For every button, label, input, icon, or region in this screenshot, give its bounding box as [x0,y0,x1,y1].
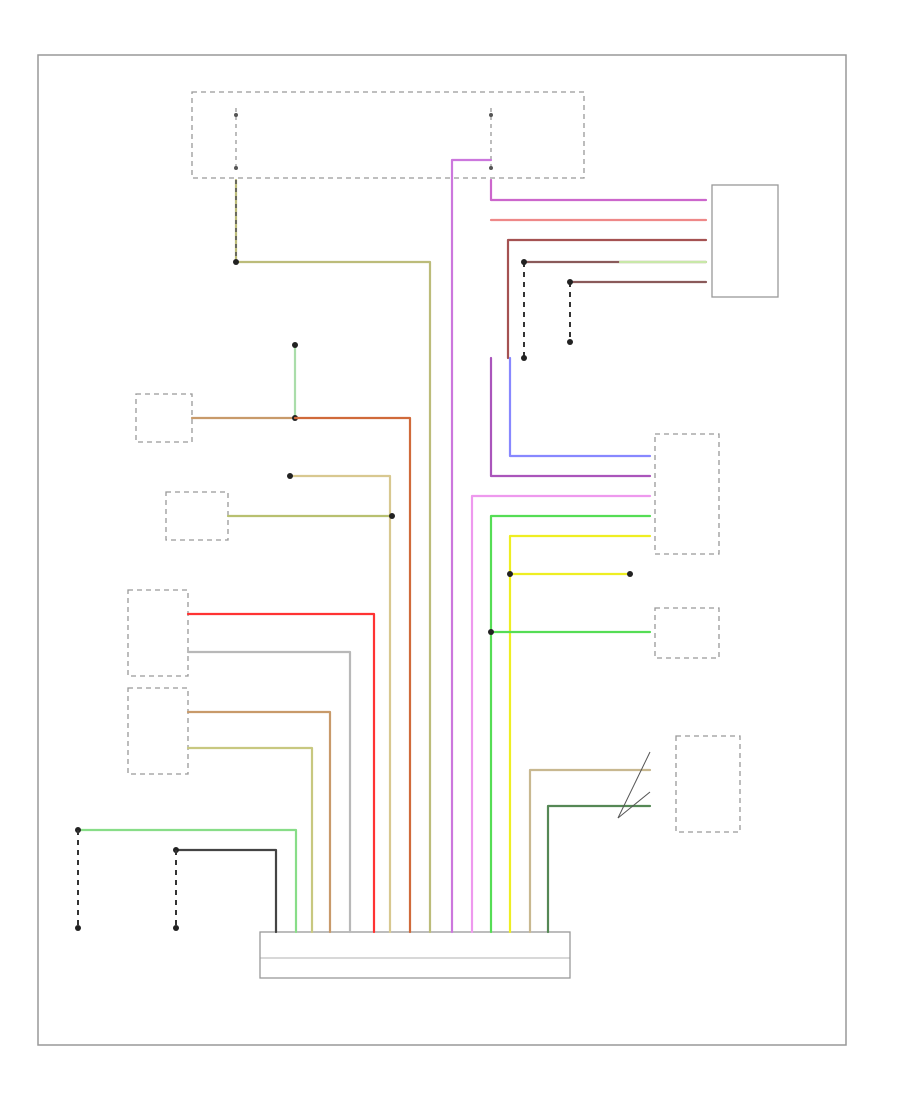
diagram-frame [37,54,847,1046]
wire-grn-red-abs [528,768,652,934]
wire-blk [174,848,278,934]
diagnostic-module-box [135,393,193,443]
wire-wht-vio [470,494,652,934]
wire-blu-red-dlc [489,178,708,202]
wire-org-blk-cruise [186,650,352,934]
meter-fuse-symbol [234,108,238,172]
data-link-connector-engine-box [259,931,571,979]
ac-amplifier-box [127,687,189,775]
wire-grn-blu [508,356,652,458]
fuel-pump-relay-box [654,607,720,659]
wire-pnk-blu [489,356,652,478]
wire-grn-org-top [288,474,392,934]
wire-org-blk-ac [186,710,332,934]
wire-blu-red-vertical [450,158,493,934]
wire-red-cruise [186,612,376,934]
wire-red-blu [293,416,412,934]
wire-red-blk [506,238,708,360]
wire-lt-grn-ecm [489,514,652,934]
room-fuse-symbol [489,108,493,172]
data-link-connector-dash-box [711,184,779,298]
cruise-control-box [127,589,189,677]
wire-grn-blk-abs [546,804,652,934]
horn-relay-box [165,491,229,541]
wire-brn-wht-ac [186,746,314,934]
abs-module-box [675,735,741,833]
fuse-box-outline [191,91,585,179]
wire-blk-lt-grn [76,828,298,934]
wire-blk-yel [234,178,432,934]
wire-yel-ecm [508,534,652,934]
engine-control-module-box [654,433,720,555]
